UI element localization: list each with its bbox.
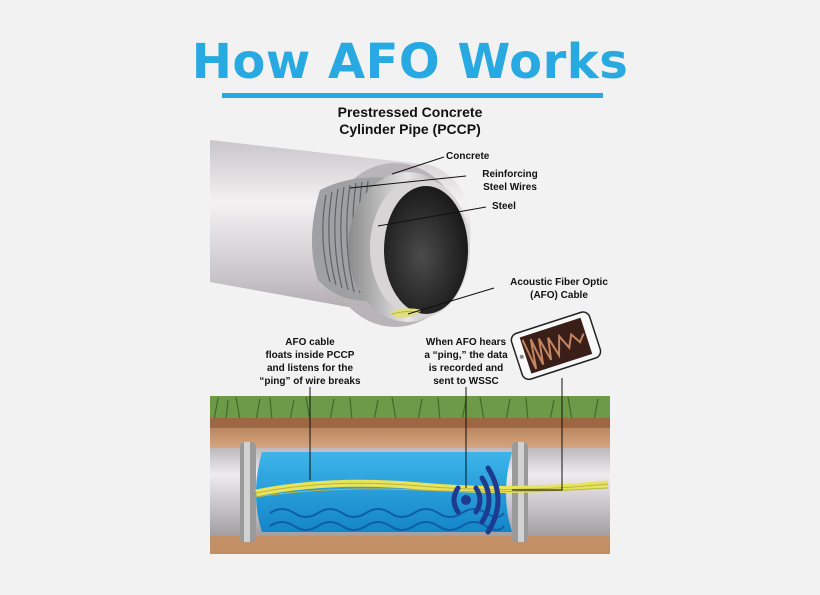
label-floats-line: AFO cable (285, 337, 335, 348)
label-hears-line: is recorded and (428, 363, 504, 374)
label-steel: Steel (492, 201, 516, 212)
label-reinforcing-line1: Reinforcing (482, 169, 538, 180)
label-afo-hears: When AFO hears a “ping,” the data is rec… (410, 336, 522, 388)
ground-section (210, 396, 610, 554)
label-reinforcing-steel-wires: Reinforcing Steel Wires (470, 168, 550, 194)
label-hears-line: When AFO hears (425, 337, 507, 348)
title-underline (222, 93, 603, 98)
lower-leader-lines (309, 378, 563, 491)
label-floats-line: “ping” of wire breaks (259, 376, 361, 387)
signal-waves-icon (451, 465, 501, 535)
label-reinforcing-line2: Steel Wires (483, 182, 537, 193)
label-concrete: Concrete (446, 151, 490, 162)
smartphone-icon (510, 311, 602, 381)
diagram-subtitle-line2: Cylinder Pipe (PCCP) (339, 121, 481, 137)
label-afo-line1: Acoustic Fiber Optic (510, 277, 608, 288)
label-afo-line2: (AFO) Cable (530, 290, 588, 301)
label-afo-cable: Acoustic Fiber Optic (AFO) Cable (496, 276, 622, 302)
label-floats-line: and listens for the (266, 363, 354, 374)
upper-pipe (210, 140, 471, 327)
label-afo-floats: AFO cable floats inside PCCP and listens… (254, 336, 366, 388)
label-hears-line: a “ping,” the data (424, 350, 508, 361)
upper-leader-lines (349, 156, 495, 315)
page-title: How AFO Works (191, 34, 629, 90)
diagram-subtitle-line1: Prestressed Concrete (337, 104, 483, 120)
label-hears-line: sent to WSSC (433, 376, 499, 387)
label-floats-line: floats inside PCCP (265, 350, 355, 361)
